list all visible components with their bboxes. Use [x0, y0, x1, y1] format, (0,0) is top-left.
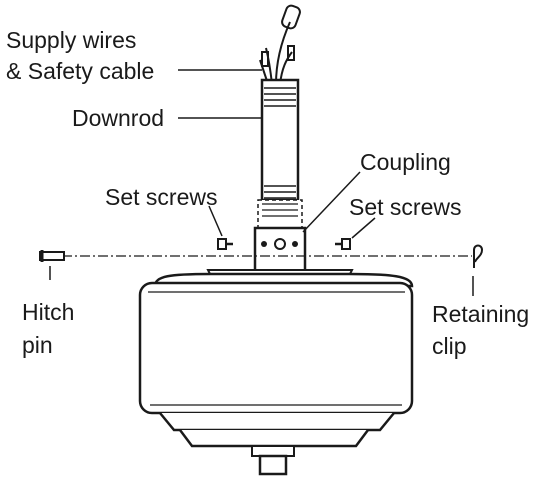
- switch-housing: [251, 445, 295, 476]
- supply-wires: [259, 4, 301, 85]
- hitch-pin-icon: [39, 250, 65, 262]
- label-retaining: Retaining: [432, 301, 529, 327]
- label-hitch: Hitch: [22, 299, 74, 325]
- leader-lines: [49, 69, 474, 296]
- set-screw-right-icon: [335, 238, 351, 250]
- label-coupling: Coupling: [360, 149, 451, 175]
- downrod: [257, 78, 303, 231]
- label-set-screws-left: Set screws: [105, 184, 217, 210]
- label-set-screws-right: Set screws: [349, 194, 461, 220]
- label-downrod: Downrod: [72, 105, 164, 131]
- set-screw-left-icon: [217, 238, 233, 250]
- motor-housing: [138, 269, 414, 448]
- label-safety-cable: & Safety cable: [6, 58, 154, 84]
- label-supply-wires: Supply wires: [6, 27, 136, 53]
- label-pin: pin: [22, 332, 53, 358]
- label-clip: clip: [432, 333, 467, 359]
- coupling: [253, 226, 307, 274]
- retaining-clip-icon: [473, 244, 484, 268]
